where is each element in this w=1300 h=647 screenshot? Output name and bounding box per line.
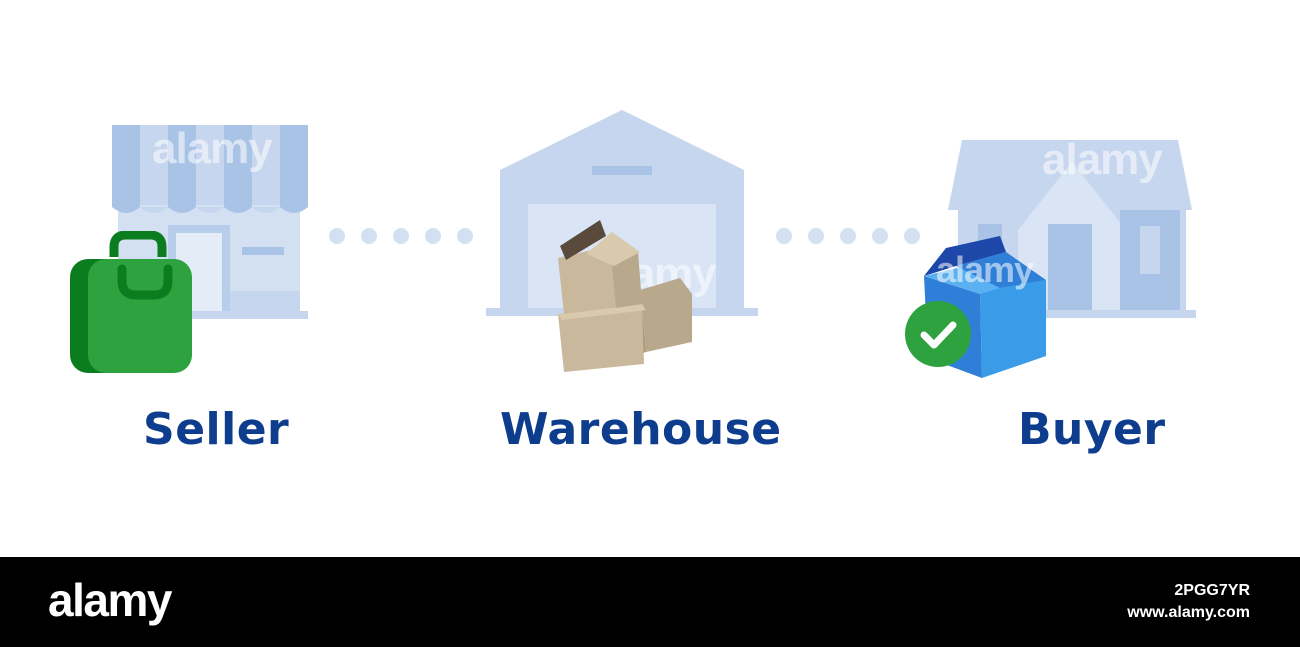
cardboard-boxes-icon <box>558 220 692 372</box>
connector-dot <box>840 228 856 244</box>
footer-image-id: 2PGG7YR <box>1174 582 1250 599</box>
buyer-node: alamy alamy <box>902 135 1202 390</box>
connector-dot <box>872 228 888 244</box>
supply-chain-diagram: alamy Seller alamy <box>60 108 1202 455</box>
connector-dot <box>425 228 441 244</box>
house-icon <box>948 140 1196 318</box>
watermark-text: alamy <box>1042 135 1163 184</box>
footer-bar: alamy 2PGG7YR www.alamy.com <box>0 557 1300 647</box>
footer-url[interactable]: www.alamy.com <box>1127 604 1250 621</box>
storefront-icon <box>112 125 308 319</box>
footer-logo: alamy <box>48 574 172 626</box>
buyer-label: Buyer <box>1018 404 1166 455</box>
shopping-bag-icon <box>70 231 192 373</box>
seller-node: alamy <box>60 115 320 385</box>
connector-dot <box>361 228 377 244</box>
connector-dot <box>393 228 409 244</box>
connector-dot <box>904 228 920 244</box>
warehouse-node: alamy <box>484 108 760 378</box>
connector-dot <box>776 228 792 244</box>
connector-dot <box>808 228 824 244</box>
connector-dot <box>457 228 473 244</box>
seller-label: Seller <box>143 404 290 455</box>
warehouse-label: Warehouse <box>500 404 782 455</box>
connector-dot <box>329 228 345 244</box>
watermark-text: alamy <box>152 124 273 173</box>
watermark-text: alamy <box>936 249 1034 290</box>
check-circle-icon <box>905 301 971 367</box>
